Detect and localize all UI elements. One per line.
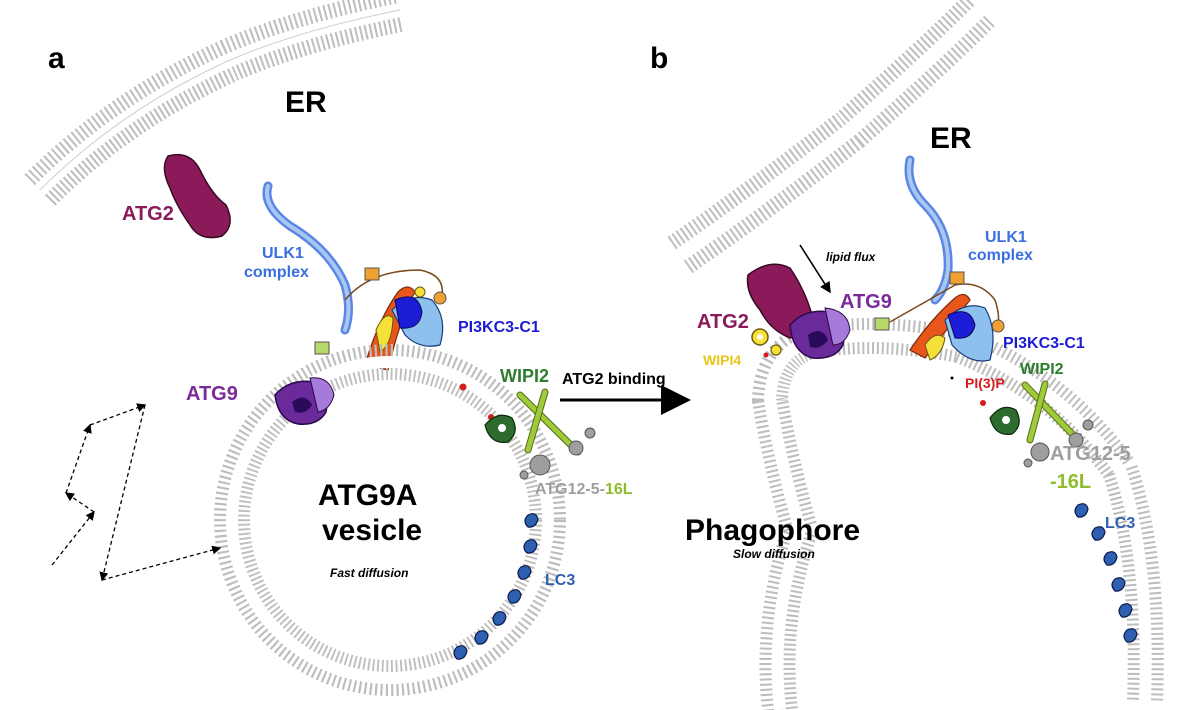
- panel-a-letter: a: [48, 42, 65, 75]
- wipi2-label-b: WIPI2: [1020, 361, 1064, 378]
- atg12-5-protein-a: [519, 427, 596, 480]
- pi3kc3-complex-b: [909, 293, 994, 362]
- atg2-binding-label: ATG2 binding: [562, 371, 666, 388]
- lc3-proteins-a: [453, 513, 539, 660]
- pi3k-label-b: PI3KC3-C1: [1003, 335, 1085, 352]
- vesicle-label-line2: vesicle: [322, 514, 422, 547]
- atg12-grey-part: ATG12-5-: [535, 481, 605, 498]
- panel-b: b ER Phagophore Slow diffusion lipid flu…: [650, 0, 1164, 710]
- er-membrane-a: [24, 0, 405, 206]
- pi3p-label: PI(3)P: [965, 375, 1005, 391]
- phagophore-label: Phagophore: [685, 514, 860, 547]
- lc3-label-a: LC3: [545, 572, 575, 589]
- panel-b-letter: b: [650, 42, 668, 75]
- panel-a: a ER ATG2 ULK1 complex: [24, 0, 633, 696]
- pi3p-dot: [980, 400, 986, 406]
- atg9-label-a: ATG9: [186, 383, 238, 405]
- atg12-label-b-line2: -16L: [1050, 471, 1091, 493]
- ulk1-complex-b: [874, 155, 1005, 333]
- pi3kc3-complex-a: [364, 286, 444, 371]
- wipi4-protein: [751, 328, 782, 358]
- ulk1-label-b-line2: complex: [968, 247, 1033, 264]
- slow-diffusion-label: Slow diffusion: [733, 547, 815, 561]
- wipi2-label-a: WIPI2: [500, 366, 549, 386]
- er-label-b: ER: [930, 122, 972, 155]
- er-label-a: ER: [285, 86, 327, 119]
- ulk1-label-a-line1: ULK1: [262, 245, 304, 262]
- ulk1-complex-a: [262, 181, 447, 355]
- er-membrane-b: [667, 0, 996, 274]
- atg16l-coil-b: [1021, 380, 1082, 444]
- lc3-proteins-b: [1074, 503, 1138, 643]
- atg2-label-a: ATG2: [122, 203, 174, 225]
- ulk1-label-b-line1: ULK1: [985, 229, 1027, 246]
- random-walk-arrows: [51, 403, 222, 582]
- atg2-label-b: ATG2: [697, 311, 749, 333]
- pi3p-dot: [459, 383, 467, 391]
- atg2-protein-a: [163, 153, 231, 239]
- ulk1-label-a-line2: complex: [244, 264, 309, 281]
- wipi2-protein-a: [484, 414, 516, 443]
- atg12-label-b-line1: ATG12-5: [1050, 443, 1131, 465]
- fast-diffusion-label: Fast diffusion: [330, 566, 408, 580]
- atg16l-coil-a: [516, 388, 582, 456]
- atg9-protein-b: [789, 307, 851, 359]
- atg9-protein-a: [274, 377, 335, 425]
- lipid-flux-arrow: [799, 244, 831, 294]
- atg9a-vesicle: [214, 344, 566, 696]
- atg12-5-protein-b: [1023, 419, 1094, 468]
- atg9-label-b: ATG9: [840, 291, 892, 313]
- atg16-green-part: 16L: [605, 481, 633, 498]
- pi3k-label-a: PI3KC3-C1: [458, 319, 540, 336]
- marker-dot: [950, 376, 954, 380]
- wipi4-label: WIPI4: [703, 352, 741, 368]
- wipi2-protein-b: [989, 406, 1020, 436]
- lipid-flux-label: lipid flux: [826, 250, 877, 264]
- vesicle-label-line1: ATG9A: [318, 479, 417, 512]
- atg12-label-a: ATG12-5-16L: [535, 481, 633, 498]
- lc3-label-b: LC3: [1105, 515, 1135, 532]
